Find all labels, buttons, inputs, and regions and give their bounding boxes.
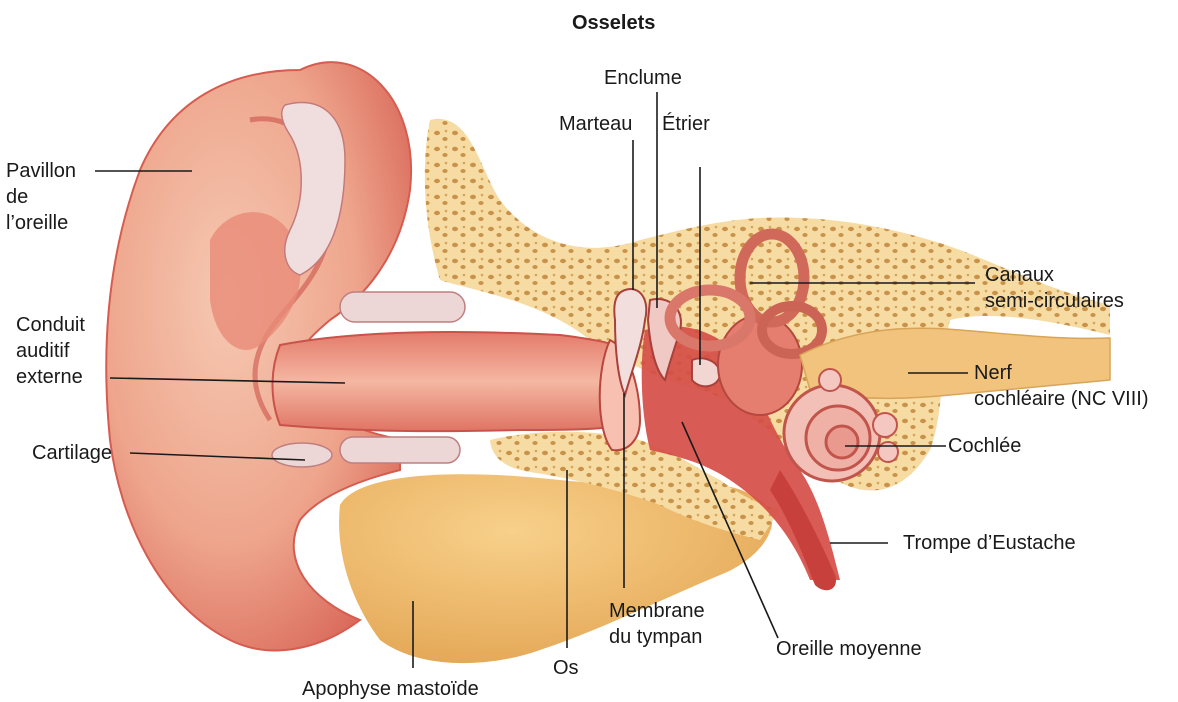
label-pavillon: Pavillon de l’oreille [6, 158, 76, 236]
label-nerf-line2: cochléaire (NC VIII) [974, 386, 1149, 412]
cochlea-turn-c [878, 442, 898, 462]
label-pavillon-line2: de [6, 184, 76, 210]
label-etrier: Étrier [662, 111, 710, 137]
label-cochlee: Cochlée [948, 433, 1021, 459]
label-membrane-line2: du tympan [609, 624, 705, 650]
label-pavillon-line3: l’oreille [6, 210, 76, 236]
label-marteau: Marteau [559, 111, 632, 137]
label-conduit-line1: Conduit [16, 312, 85, 338]
label-conduit-line2: auditif [16, 338, 85, 364]
label-canaux: Canaux semi-circulaires [985, 262, 1124, 314]
label-membrane-line1: Membrane [609, 598, 705, 624]
label-canaux-line2: semi-circulaires [985, 288, 1124, 314]
label-apophyse: Apophyse mastoïde [302, 676, 479, 702]
label-membrane: Membrane du tympan [609, 598, 705, 650]
label-pavillon-line1: Pavillon [6, 158, 76, 184]
cochlea-inner [826, 426, 858, 458]
label-nerf: Nerf cochléaire (NC VIII) [974, 360, 1149, 412]
label-conduit-line3: externe [16, 364, 85, 390]
label-trompe: Trompe d’Eustache [903, 530, 1076, 556]
diagram-title: Osselets [572, 10, 655, 36]
malleus [614, 289, 646, 395]
label-enclume: Enclume [604, 65, 682, 91]
cochlea-turn-a [819, 369, 841, 391]
canal-cartilage-upper [340, 292, 465, 322]
label-oreille-moyenne: Oreille moyenne [776, 636, 922, 662]
label-nerf-line1: Nerf [974, 360, 1149, 386]
label-os: Os [553, 655, 579, 681]
label-conduit: Conduit auditif externe [16, 312, 85, 390]
label-canaux-line1: Canaux [985, 262, 1124, 288]
cochlea-turn-b [873, 413, 897, 437]
label-cartilage: Cartilage [32, 440, 112, 466]
external-auditory-canal [273, 332, 626, 431]
canal-cartilage-lower [340, 437, 460, 463]
cartilage-nub [272, 443, 332, 467]
